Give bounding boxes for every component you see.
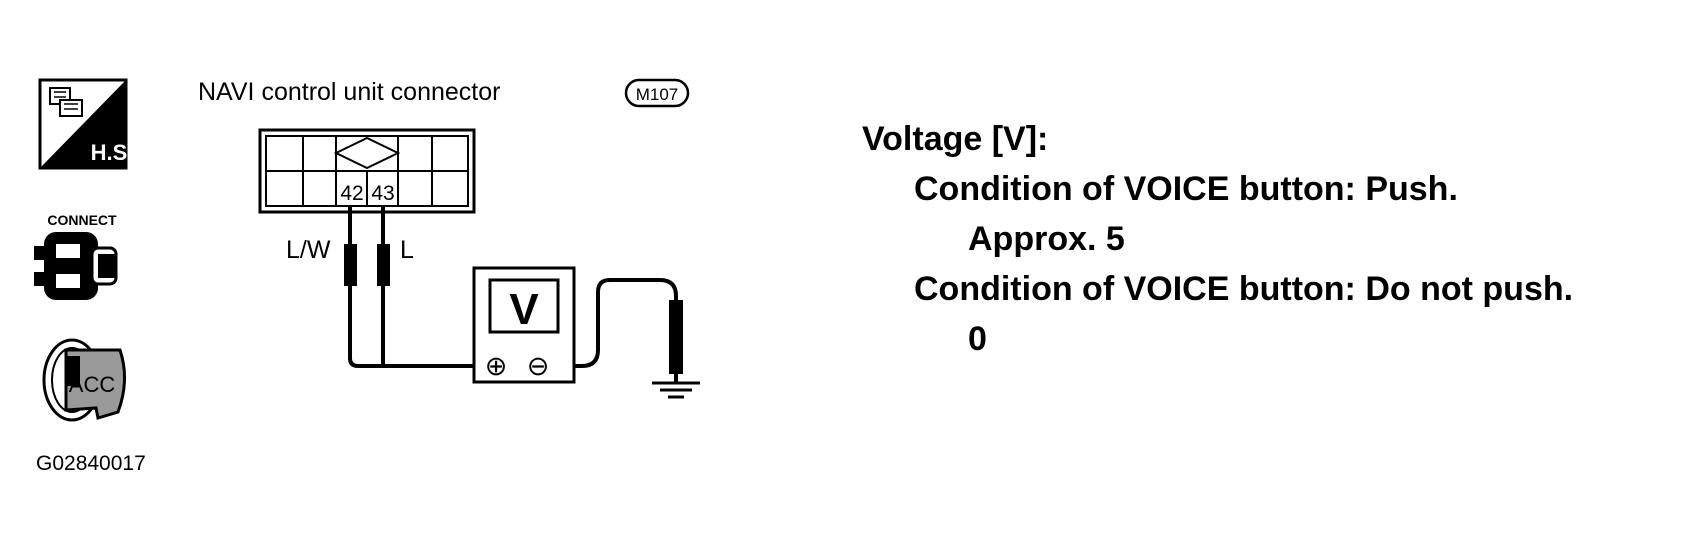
connector-id-label: M107	[636, 85, 679, 104]
ignition-key-icon: ACC	[42, 338, 127, 422]
condition-push: Condition of VOICE button: Push.	[914, 170, 1458, 208]
voltmeter-icon: V ⊕ ⊖	[472, 266, 576, 384]
acc-label: ACC	[69, 372, 116, 397]
figure-code: G02840017	[36, 452, 146, 475]
value-push: Approx. 5	[968, 220, 1125, 258]
minus-terminal-icon: ⊖	[527, 351, 550, 381]
connector-face: 42 43	[258, 128, 476, 214]
plus-terminal-icon: ⊕	[485, 351, 508, 381]
connector-id-badge: M107	[624, 78, 690, 108]
connector-plug-icon	[34, 232, 118, 300]
value-no-push: 0	[968, 320, 987, 358]
terminal-42-label: 42	[340, 182, 363, 205]
ground-icon	[652, 381, 700, 399]
terminal-43-label: 43	[371, 182, 394, 205]
connect-label: CONNECT	[47, 212, 117, 228]
wire-l-insulation	[377, 244, 390, 286]
ground-probe	[669, 300, 683, 374]
wire-l-label: L	[400, 236, 414, 264]
connector-title: NAVI control unit connector	[198, 78, 500, 106]
condition-no-push: Condition of VOICE button: Do not push.	[914, 270, 1574, 308]
voltage-heading: Voltage [V]:	[862, 120, 1049, 158]
hand-held-tester-icon: H.S.	[38, 78, 134, 170]
wire-lw-label: L/W	[286, 236, 331, 264]
hs-label: H.S.	[91, 140, 134, 165]
wire-lw-insulation	[344, 244, 357, 286]
voltmeter-label: V	[509, 285, 539, 334]
